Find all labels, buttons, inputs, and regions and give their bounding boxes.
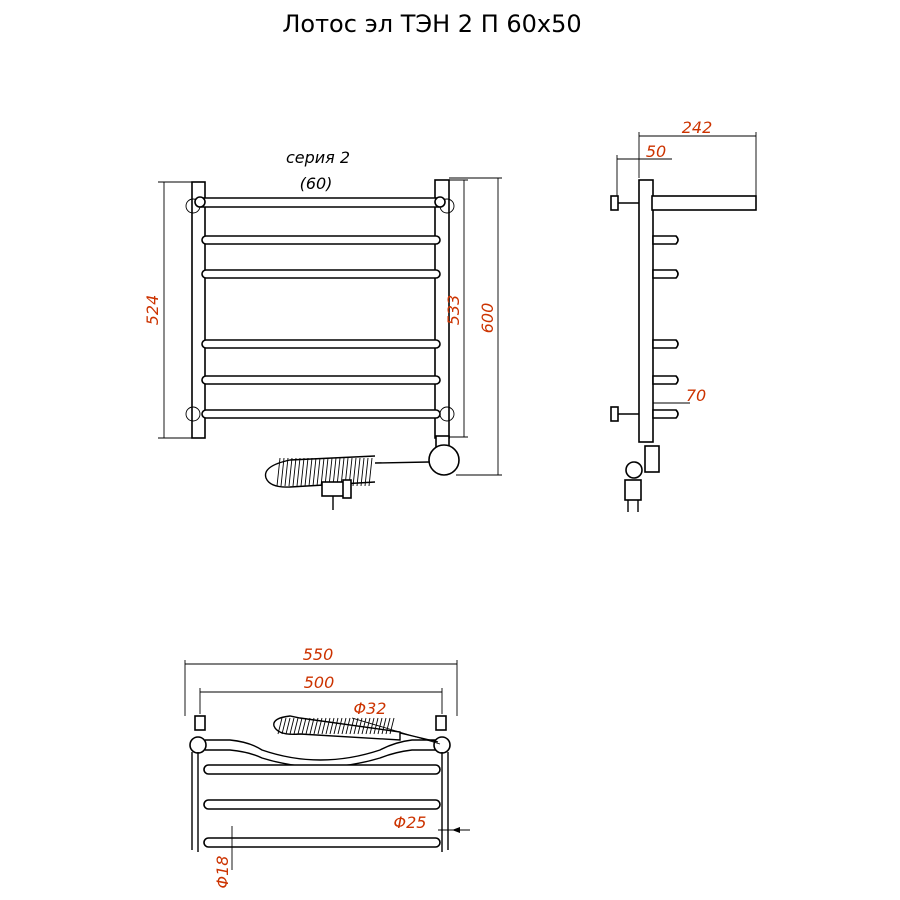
top-rung-1 <box>203 764 441 775</box>
dim-text-phi18: Φ18 <box>213 856 232 889</box>
top-riser-right <box>433 736 451 754</box>
top-rung-2 <box>203 799 441 810</box>
dim-text-524: 524 <box>143 295 162 326</box>
side-view: 242 50 70 <box>610 118 757 512</box>
dim-leader-32 <box>351 717 441 745</box>
rung-3 <box>201 269 441 279</box>
dim-text-600: 600 <box>478 303 497 334</box>
dim-text-70: 70 <box>686 386 706 405</box>
top-riser-left <box>189 736 207 754</box>
rung-1-end-right <box>434 196 446 208</box>
side-heater-box <box>644 445 660 473</box>
heater-cable <box>374 461 430 464</box>
dim-text-phi25: Φ25 <box>394 813 427 832</box>
side-rung-2 <box>652 235 679 245</box>
shelf-front-edge <box>205 739 436 761</box>
dim-text-50: 50 <box>646 142 666 161</box>
plug-collar <box>342 479 352 499</box>
side-plug <box>624 479 642 501</box>
side-heater-knob <box>625 461 643 479</box>
side-mount-bottom <box>610 406 619 422</box>
top-view: 550 500 Φ32 Φ25 Φ18 <box>184 645 470 889</box>
left-riser <box>191 181 206 439</box>
rung-1 <box>196 197 444 208</box>
rung-1-end-left <box>194 196 206 208</box>
side-rung-3 <box>652 269 679 279</box>
top-mount-right <box>435 715 447 731</box>
series-label: серия 2 <box>286 148 350 167</box>
rung-5 <box>201 375 441 385</box>
dim-text-550: 550 <box>303 645 334 664</box>
heater-housing <box>428 444 460 476</box>
side-rung-6 <box>652 409 679 419</box>
dim-text-phi32: Φ32 <box>354 699 387 718</box>
plug-body <box>321 481 345 497</box>
dim-text-500: 500 <box>304 673 335 692</box>
rung-2 <box>201 235 441 245</box>
top-rung-3 <box>203 837 441 848</box>
rung-4 <box>201 339 441 349</box>
mount-bottom-left <box>185 406 201 422</box>
coiled-cable <box>264 455 376 488</box>
side-rung-4 <box>652 339 679 349</box>
side-top-shelf <box>651 195 757 211</box>
top-mount-left <box>194 715 206 731</box>
front-view: серия 2 (60) 524 533 600 <box>143 148 502 510</box>
side-mount-top <box>610 195 619 211</box>
series-code: (60) <box>300 174 333 193</box>
top-heater-coil <box>273 715 439 743</box>
page-title: Лотос эл ТЭН 2 П 60х50 <box>282 10 582 38</box>
dim-text-533: 533 <box>444 295 463 326</box>
rung-6 <box>201 409 441 419</box>
side-rung-5 <box>652 375 679 385</box>
dim-text-242: 242 <box>682 118 713 137</box>
side-riser <box>638 179 654 443</box>
